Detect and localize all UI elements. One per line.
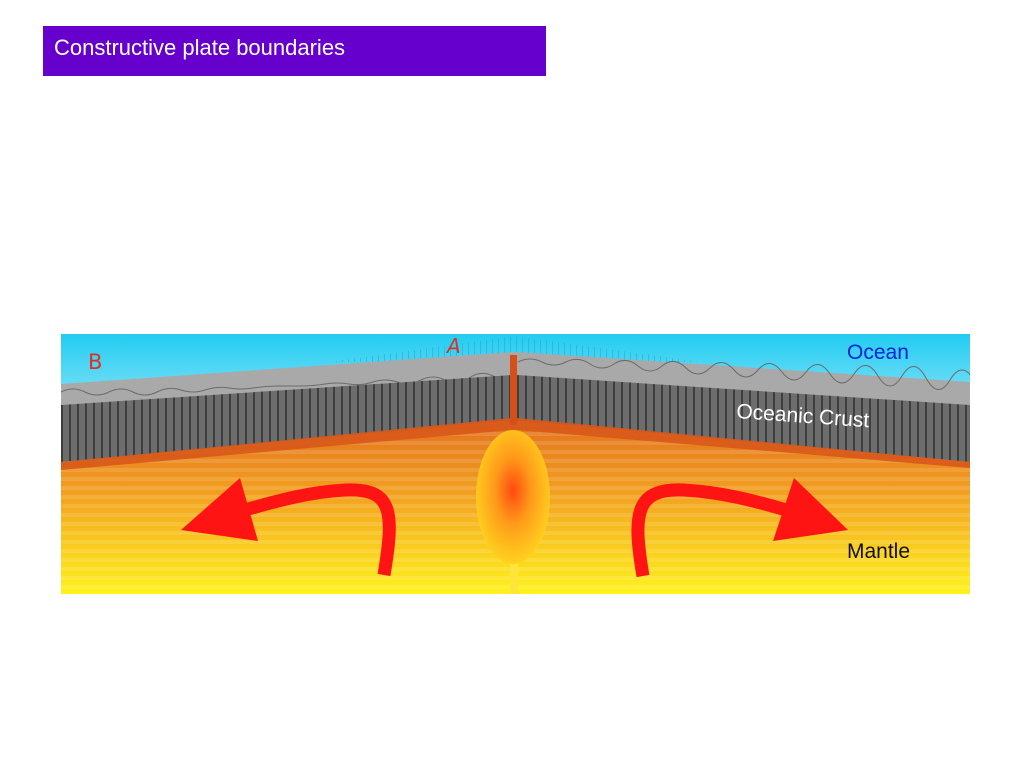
label-b: B: [88, 350, 102, 374]
convection-arrow-left-icon: [181, 478, 396, 577]
ridge-hatch: [330, 336, 700, 362]
magma-plume: [476, 430, 550, 564]
oceanic-crust-right: [517, 375, 970, 462]
label-mantle: Mantle: [847, 540, 910, 563]
label-a: A: [445, 334, 461, 358]
label-ocean: Ocean: [847, 341, 909, 364]
oceanic-crust-left: [61, 375, 512, 462]
title-banner: Constructive plate boundaries: [43, 26, 546, 76]
slide-title: Constructive plate boundaries: [54, 35, 346, 60]
convection-arrow-right-icon: [631, 478, 848, 578]
rift-dyke: [510, 355, 517, 425]
